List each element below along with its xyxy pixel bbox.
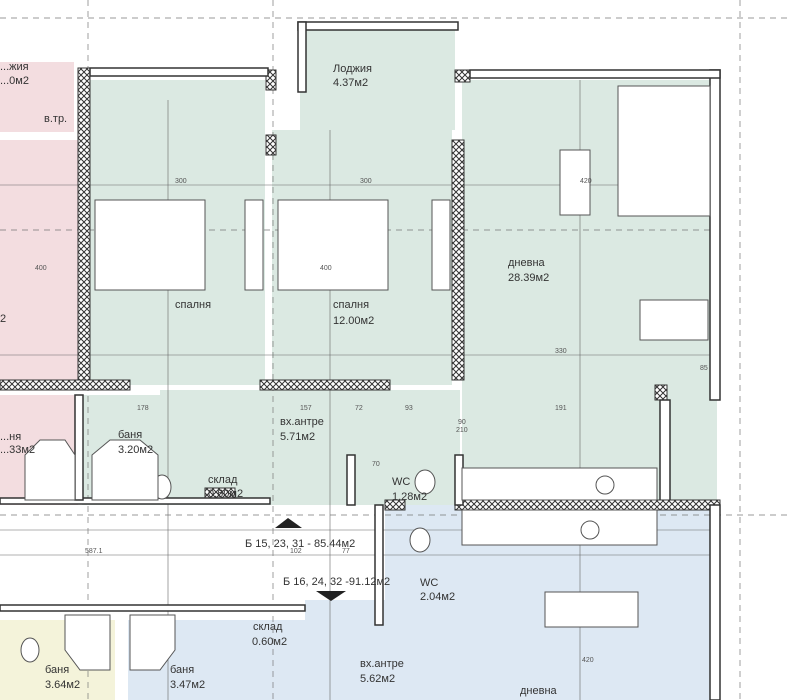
dim-label: 400 (35, 265, 47, 272)
left-room-area: 2 (0, 313, 6, 325)
dim-label: 210 (456, 427, 468, 434)
dining-table (639, 299, 709, 341)
unit-lower-label: Б 16, 24, 32 -91.12м2 (283, 576, 390, 588)
kitchen-island (544, 591, 639, 628)
coffee-table (559, 149, 591, 216)
storage-top-area: 0.60м2 (208, 488, 243, 500)
dim-label: 157 (300, 405, 312, 412)
left-loggia-note: в.тр. (44, 113, 67, 125)
shower-bath-bottom-2 (129, 614, 176, 671)
dim-label: 70 (372, 461, 380, 468)
dim-label: 72 (355, 405, 363, 412)
sink-top (595, 475, 615, 495)
dim-label: 300 (175, 178, 187, 185)
bedroom-1-name: спалня (175, 299, 211, 311)
left-loggia-name: ...жия (0, 61, 29, 73)
living-top-area: 28.39м2 (508, 272, 549, 284)
wc-top-name: WC (392, 476, 410, 488)
shower-bath-left (24, 439, 76, 501)
dim-label: 420 (580, 178, 592, 185)
storage-bottom-area: 0.60м2 (252, 636, 287, 648)
toilet-wc-bottom (409, 527, 431, 553)
dim-label: 191 (555, 405, 567, 412)
storage-bottom-name: склад (253, 621, 283, 633)
entrance-arrow-up-icon (275, 518, 302, 528)
bath-bottom-1-area: 3.64м2 (45, 679, 80, 691)
hall-top-fill (160, 390, 460, 505)
left-loggia-area: ...0м2 (0, 75, 29, 87)
unit-upper-label: Б 15, 23, 31 - 85.44м2 (245, 538, 355, 550)
sofa (617, 85, 711, 217)
dim-label: 102 (290, 548, 302, 555)
dim-label: 93 (405, 405, 413, 412)
shower-bath-bottom-1 (64, 614, 111, 671)
left-loggia-fill (0, 62, 74, 132)
bath-top-area: 3.20м2 (118, 444, 153, 456)
kitchen-counter-bottom (461, 509, 658, 546)
hall-bottom-area: 5.62м2 (360, 673, 395, 685)
living-bottom-name: дневна (520, 685, 558, 697)
dim-label: 587.1 (85, 548, 103, 555)
hall-bottom-name: вх.антре (360, 658, 404, 670)
bath-left-area: ...33м2 (0, 444, 35, 456)
bath-top-name: баня (118, 429, 142, 441)
dim-label: 300 (360, 178, 372, 185)
living-top-name: дневна (508, 257, 546, 269)
wc-top-area: 1.28м2 (392, 491, 427, 503)
shower-bath-top (91, 439, 159, 501)
bed-2 (277, 199, 389, 291)
dim-label: 420 (582, 657, 594, 664)
toilet-wc-top (414, 469, 436, 495)
bed-1 (94, 199, 206, 291)
wc-bottom-name: WC (420, 577, 438, 589)
wardrobe-2 (431, 199, 451, 291)
furniture (20, 85, 711, 671)
dimension-labels: 300 300 400 400 330 420 191 157 72 93 17… (35, 178, 708, 664)
loggia-area: 4.37м2 (333, 77, 368, 89)
dim-label: 400 (320, 265, 332, 272)
hall-top-area: 5.71м2 (280, 431, 315, 443)
bath-left-name: ...ня (0, 431, 21, 443)
bath-bottom-2-name: баня (170, 664, 194, 676)
storage-top-name: склад (208, 474, 238, 486)
wardrobe-1 (244, 199, 264, 291)
left-room-fill (0, 140, 78, 385)
entrance-arrow-down-icon (316, 591, 346, 601)
sink-bottom (580, 520, 600, 540)
toilet-bath-bottom (20, 637, 40, 663)
loggia-fill (300, 30, 455, 130)
bedroom-2-name: спалня (333, 299, 369, 311)
dim-label: 178 (137, 405, 149, 412)
dim-label: 77 (342, 548, 350, 555)
kitchen-counter-top (461, 467, 658, 501)
bath-bottom-1-name: баня (45, 664, 69, 676)
wc-bottom-area: 2.04м2 (420, 591, 455, 603)
dim-label: 90 (458, 419, 466, 426)
walls (0, 21, 721, 700)
bedroom-2-area: 12.00м2 (333, 315, 374, 327)
loggia-name: Лоджия (333, 63, 372, 75)
dim-label: 330 (555, 348, 567, 355)
hall-top-name: вх.антре (280, 416, 324, 428)
bath-bottom-2-area: 3.47м2 (170, 679, 205, 691)
room-labels: ...жия ...0м2 в.тр. 2 спалня спалня 12.0… (0, 61, 558, 697)
dim-label: 85 (700, 365, 708, 372)
